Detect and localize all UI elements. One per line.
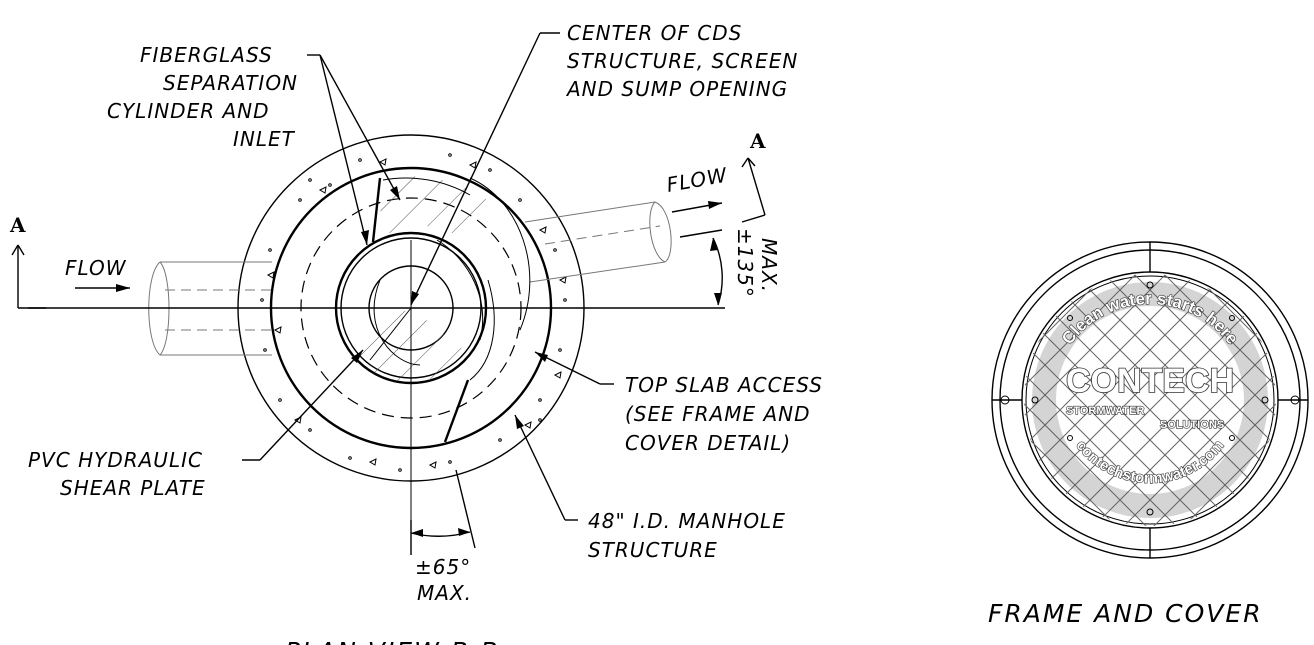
lid-bolts (1000, 281, 1300, 516)
svg-text:SHEAR PLATE: SHEAR PLATE (60, 476, 206, 500)
svg-text:INLET: INLET (233, 127, 296, 151)
outlet-pipe (524, 201, 672, 283)
svg-text:±65°: ±65° (415, 555, 471, 579)
leader-manhole (514, 414, 578, 521)
svg-text:FLOW: FLOW (65, 256, 127, 280)
flow-left: FLOW (65, 256, 130, 292)
svg-text:AND SUMP OPENING: AND SUMP OPENING (565, 77, 788, 101)
svg-text:PVC HYDRAULIC: PVC HYDRAULIC (28, 448, 203, 472)
top-slab-label: TOP SLAB ACCESS (SEE FRAME AND COVER DET… (625, 373, 823, 455)
leader-pvc (242, 349, 364, 461)
svg-text:TOP SLAB ACCESS: TOP SLAB ACCESS (625, 373, 823, 397)
lid-top-text: Clean water starts here (1058, 289, 1242, 348)
svg-text:FLOW: FLOW (665, 163, 730, 197)
leader-fiberglass (307, 54, 401, 246)
flow-right: FLOW (665, 163, 730, 213)
lid-sub2: SOLUTIONS (1160, 419, 1224, 431)
svg-text:A: A (9, 213, 26, 237)
plan-view: A FLOW FLOW A (9, 21, 823, 645)
fiberglass-label: FIBERGLASS SEPARATION CYLINDER AND INLET (107, 43, 298, 151)
section-marker-left: A (9, 213, 46, 309)
svg-text:(SEE FRAME AND: (SEE FRAME AND (625, 402, 811, 426)
svg-text:±135°: ±135° (733, 228, 757, 298)
manhole-label: 48" I.D. MANHOLE STRUCTURE (588, 509, 786, 562)
svg-text:48" I.D. MANHOLE: 48" I.D. MANHOLE (588, 509, 786, 533)
lid-brand: CONTECH (1066, 362, 1234, 400)
svg-text:STRUCTURE, SCREEN: STRUCTURE, SCREEN (567, 49, 798, 73)
outlet-angle-dim: ±135° MAX. (679, 228, 781, 306)
svg-text:FIBERGLASS: FIBERGLASS (140, 43, 273, 67)
separation-hatch (378, 176, 500, 245)
svg-text:CYLINDER AND: CYLINDER AND (107, 99, 270, 123)
svg-text:STRUCTURE: STRUCTURE (588, 538, 718, 562)
concrete-stipple (260, 153, 567, 472)
center-label: CENTER OF CDS STRUCTURE, SCREEN AND SUMP… (565, 21, 798, 101)
leader-top-slab (534, 351, 614, 385)
lid-grid (1024, 274, 1276, 526)
svg-text:SEPARATION: SEPARATION (163, 71, 298, 95)
svg-text:MAX.: MAX. (757, 238, 781, 293)
section-marker-right: A (741, 129, 766, 223)
lid-sub1: STORMWATER (1066, 405, 1144, 417)
svg-text:MAX.: MAX. (417, 581, 472, 605)
frame-cover-title: FRAME AND COVER (988, 599, 1263, 628)
leader-center (410, 32, 560, 306)
svg-text:COVER DETAIL): COVER DETAIL) (625, 431, 791, 455)
svg-text:A: A (749, 129, 766, 153)
inlet-angle-dim: ±65° MAX. (410, 469, 476, 605)
plan-view-title: PLAN VIEW B-B (285, 637, 500, 645)
frame-and-cover: Clean water starts here contechstormwate… (988, 241, 1309, 628)
svg-text:CENTER OF CDS: CENTER OF CDS (567, 21, 742, 45)
pvc-label: PVC HYDRAULIC SHEAR PLATE (28, 448, 206, 500)
